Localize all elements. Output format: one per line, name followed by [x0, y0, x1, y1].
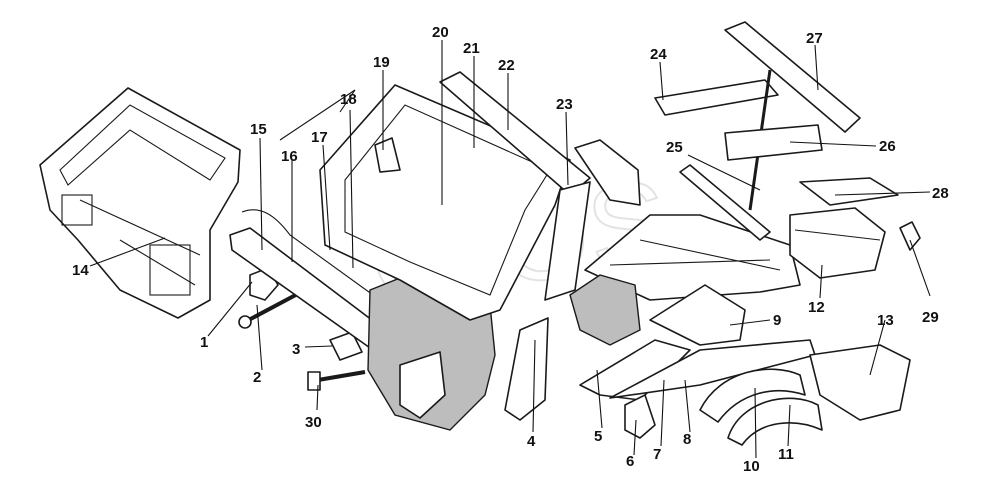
label-10: 10	[743, 458, 760, 475]
part-box-lid	[799, 177, 899, 206]
label-9: 9	[773, 312, 781, 329]
part-rear-arch-outer	[699, 368, 806, 423]
label-3: 3	[292, 341, 300, 358]
label-14: 14	[72, 262, 89, 279]
label-8: 8	[683, 431, 691, 448]
part-front-frame	[39, 87, 241, 319]
label-25: 25	[666, 139, 683, 156]
leader-lines	[89, 40, 931, 459]
part-cross-member-25	[679, 164, 771, 241]
label-6: 6	[626, 453, 634, 470]
label-20: 20	[432, 24, 449, 41]
part-small-bracket	[329, 331, 363, 361]
label-22: 22	[498, 57, 515, 74]
part-side-member	[649, 284, 746, 346]
part-floor-pan	[584, 214, 801, 301]
label-17: 17	[311, 129, 328, 146]
label-7: 7	[653, 446, 661, 463]
label-29: 29	[922, 309, 939, 326]
label-18: 18	[340, 91, 357, 108]
label-27: 27	[806, 30, 823, 47]
label-2: 2	[253, 369, 261, 386]
part-number-labels: 1 2 3 4 5 6 7 8 9 10 11 12 13 14 15 16 1…	[72, 24, 949, 475]
label-23: 23	[556, 96, 573, 113]
part-sill-8	[609, 339, 816, 399]
label-24: 24	[650, 46, 667, 63]
part-wheel-house	[569, 274, 641, 346]
label-5: 5	[594, 428, 602, 445]
part-a-pillar	[504, 181, 591, 421]
label-21: 21	[463, 40, 480, 57]
label-4: 4	[527, 433, 536, 450]
part-cross-member-26	[724, 124, 823, 161]
label-1: 1	[200, 334, 208, 351]
label-26: 26	[879, 138, 896, 155]
label-28: 28	[932, 185, 949, 202]
part-box	[789, 207, 886, 279]
part-support-rod	[307, 370, 366, 391]
label-11: 11	[778, 446, 794, 463]
label-13: 13	[877, 312, 894, 329]
label-15: 15	[250, 121, 267, 138]
label-12: 12	[808, 299, 825, 316]
part-upper-rail	[574, 139, 641, 206]
label-16: 16	[281, 148, 298, 165]
part-roof-bow-24	[654, 79, 779, 116]
part-rear-arch-inner	[727, 397, 823, 446]
part-latch	[899, 221, 921, 251]
part-bracket-6	[624, 394, 656, 439]
label-30: 30	[305, 414, 322, 431]
part-rear-quarter-panel	[809, 344, 911, 421]
label-19: 19	[373, 54, 390, 71]
